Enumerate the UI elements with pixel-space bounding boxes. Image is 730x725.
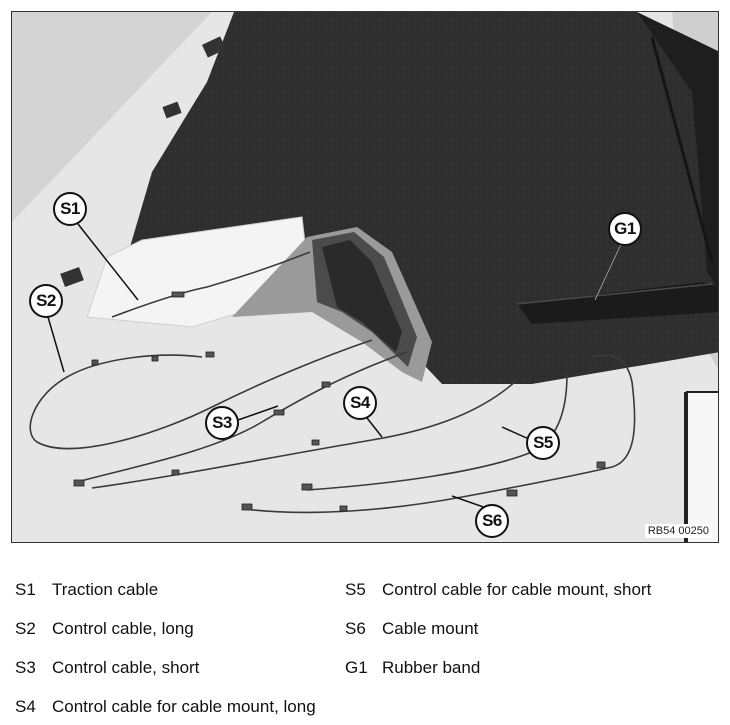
legend-code: S5: [345, 580, 366, 599]
soft-top-fabric: [130, 12, 718, 384]
legend-text: Control cable, long: [52, 619, 194, 638]
cable-photo-illustration: [12, 12, 718, 542]
legend-code: S2: [15, 619, 36, 638]
callout-s4: S4: [343, 386, 377, 420]
cable-mount: [243, 354, 636, 514]
control-cable-mount-short: [306, 373, 568, 491]
legend-code: S4: [15, 697, 36, 716]
control-cable-mount-long: [91, 379, 518, 489]
cables: [29, 251, 636, 514]
legend: S1 Traction cable S2 Control cable, long…: [0, 560, 730, 725]
callout-s2: S2: [29, 284, 63, 318]
cable-figure: S1 S2 S3 S4 S5 S6 G1 RB54 00250: [11, 11, 719, 543]
legend-code: S3: [15, 658, 36, 677]
legend-text: Control cable, short: [52, 658, 200, 677]
figure-reference-code: RB54 00250: [644, 524, 712, 538]
legend-code: G1: [345, 658, 368, 677]
control-cable-long: [29, 339, 373, 450]
callout-s3: S3: [205, 406, 239, 440]
legend-text: Traction cable: [52, 580, 159, 599]
legend-text: Control cable for cable mount, short: [382, 580, 652, 599]
cable-clips: [73, 291, 606, 512]
legend-code: S6: [345, 619, 366, 638]
callout-s5: S5: [526, 426, 560, 460]
legend-text: Rubber band: [382, 658, 481, 677]
legend-code: S1: [15, 580, 36, 599]
legend-text: Cable mount: [382, 619, 479, 638]
rubber-band: [517, 282, 718, 324]
callout-s1: S1: [53, 192, 87, 226]
legend-text: Control cable for cable mount, long: [52, 697, 316, 716]
callout-g1: G1: [608, 212, 642, 246]
callout-s6: S6: [475, 504, 509, 538]
control-cable-short: [76, 351, 408, 483]
traction-cable: [111, 251, 311, 318]
